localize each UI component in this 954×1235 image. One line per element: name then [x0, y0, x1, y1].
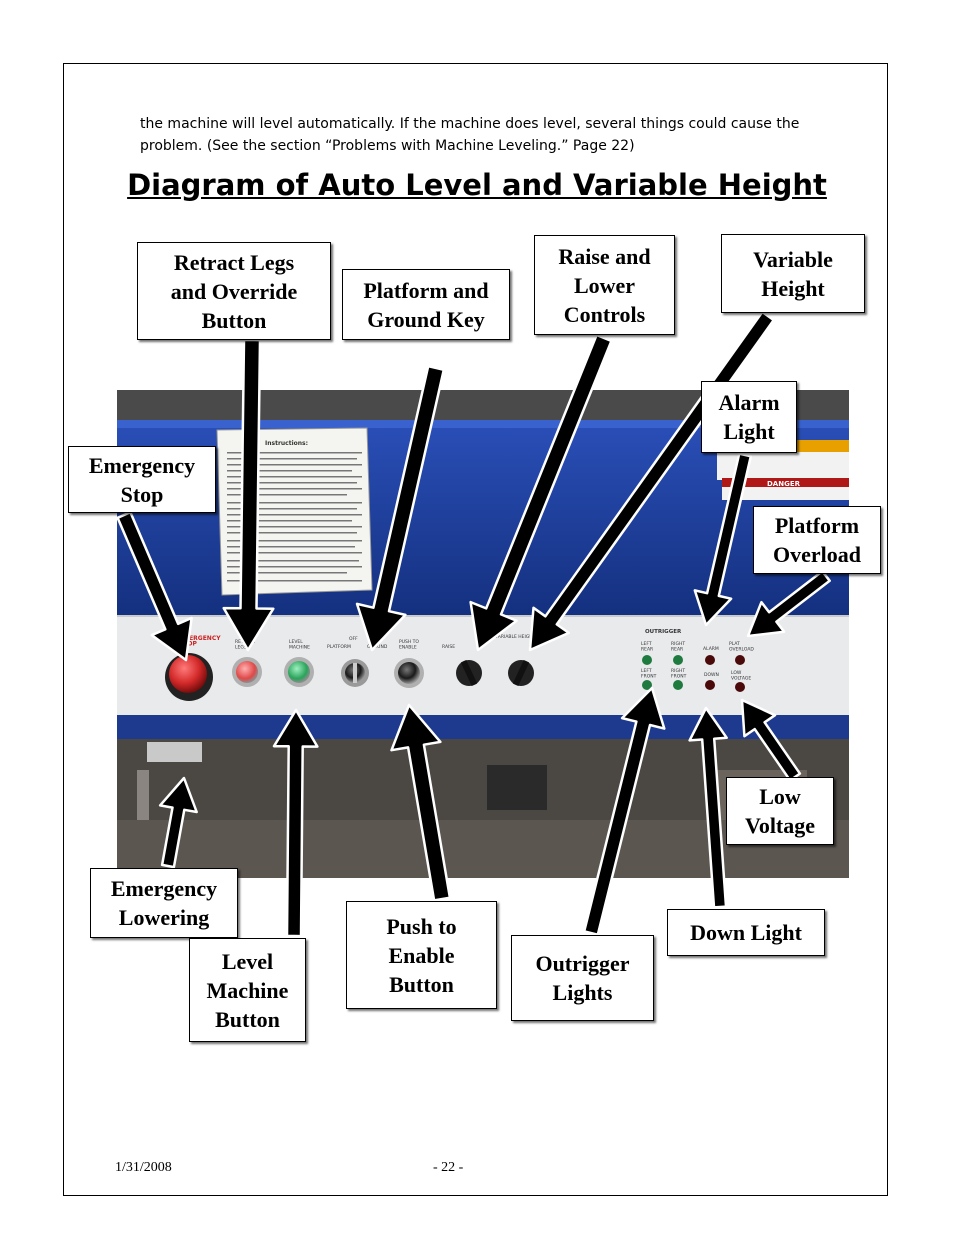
panel-on: ON [529, 644, 536, 650]
label-emergency-lowering: Emergency Lowering [90, 868, 238, 938]
footer-page-number: - 22 - [433, 1160, 464, 1175]
danger-label: DANGER [767, 480, 801, 488]
panel-alarm: ALARM [703, 646, 719, 652]
page-border [63, 63, 888, 1196]
label-push-to-enable: Push to Enable Button [346, 901, 497, 1009]
page-title: Diagram of Auto Level and Variable Heigh… [127, 168, 827, 202]
label-level-machine: Level Machine Button [189, 938, 306, 1042]
panel-variable-height: VARIABLE HEIGHT [495, 634, 536, 640]
label-low-voltage: Low Voltage [726, 777, 834, 845]
panel-ground: GROUND [367, 644, 388, 650]
panel-raise: RAISE [442, 644, 455, 650]
label-alarm-light: Alarm Light [701, 381, 797, 453]
label-down-light: Down Light [667, 909, 825, 956]
label-retract-legs: Retract Legs and Override Button [137, 242, 331, 340]
label-outrigger-lights: Outrigger Lights [511, 935, 654, 1021]
panel-off: OFF [349, 636, 358, 642]
label-variable-height: Variable Height [721, 234, 865, 313]
intro-paragraph: the machine will level automatically. If… [140, 116, 800, 154]
footer-date: 1/31/2008 [115, 1160, 172, 1175]
panel-outrigger: OUTRIGGER [645, 629, 682, 635]
label-emergency-stop: Emergency Stop [68, 446, 216, 513]
label-raise-lower: Raise and Lower Controls [534, 235, 675, 335]
panel-down: DOWN [704, 672, 719, 678]
panel-platform: PLATFORM [327, 644, 351, 650]
label-platform-ground-key: Platform and Ground Key [342, 269, 510, 340]
instructions-heading: Instructions: [265, 440, 308, 447]
label-platform-overload: Platform Overload [753, 506, 881, 574]
